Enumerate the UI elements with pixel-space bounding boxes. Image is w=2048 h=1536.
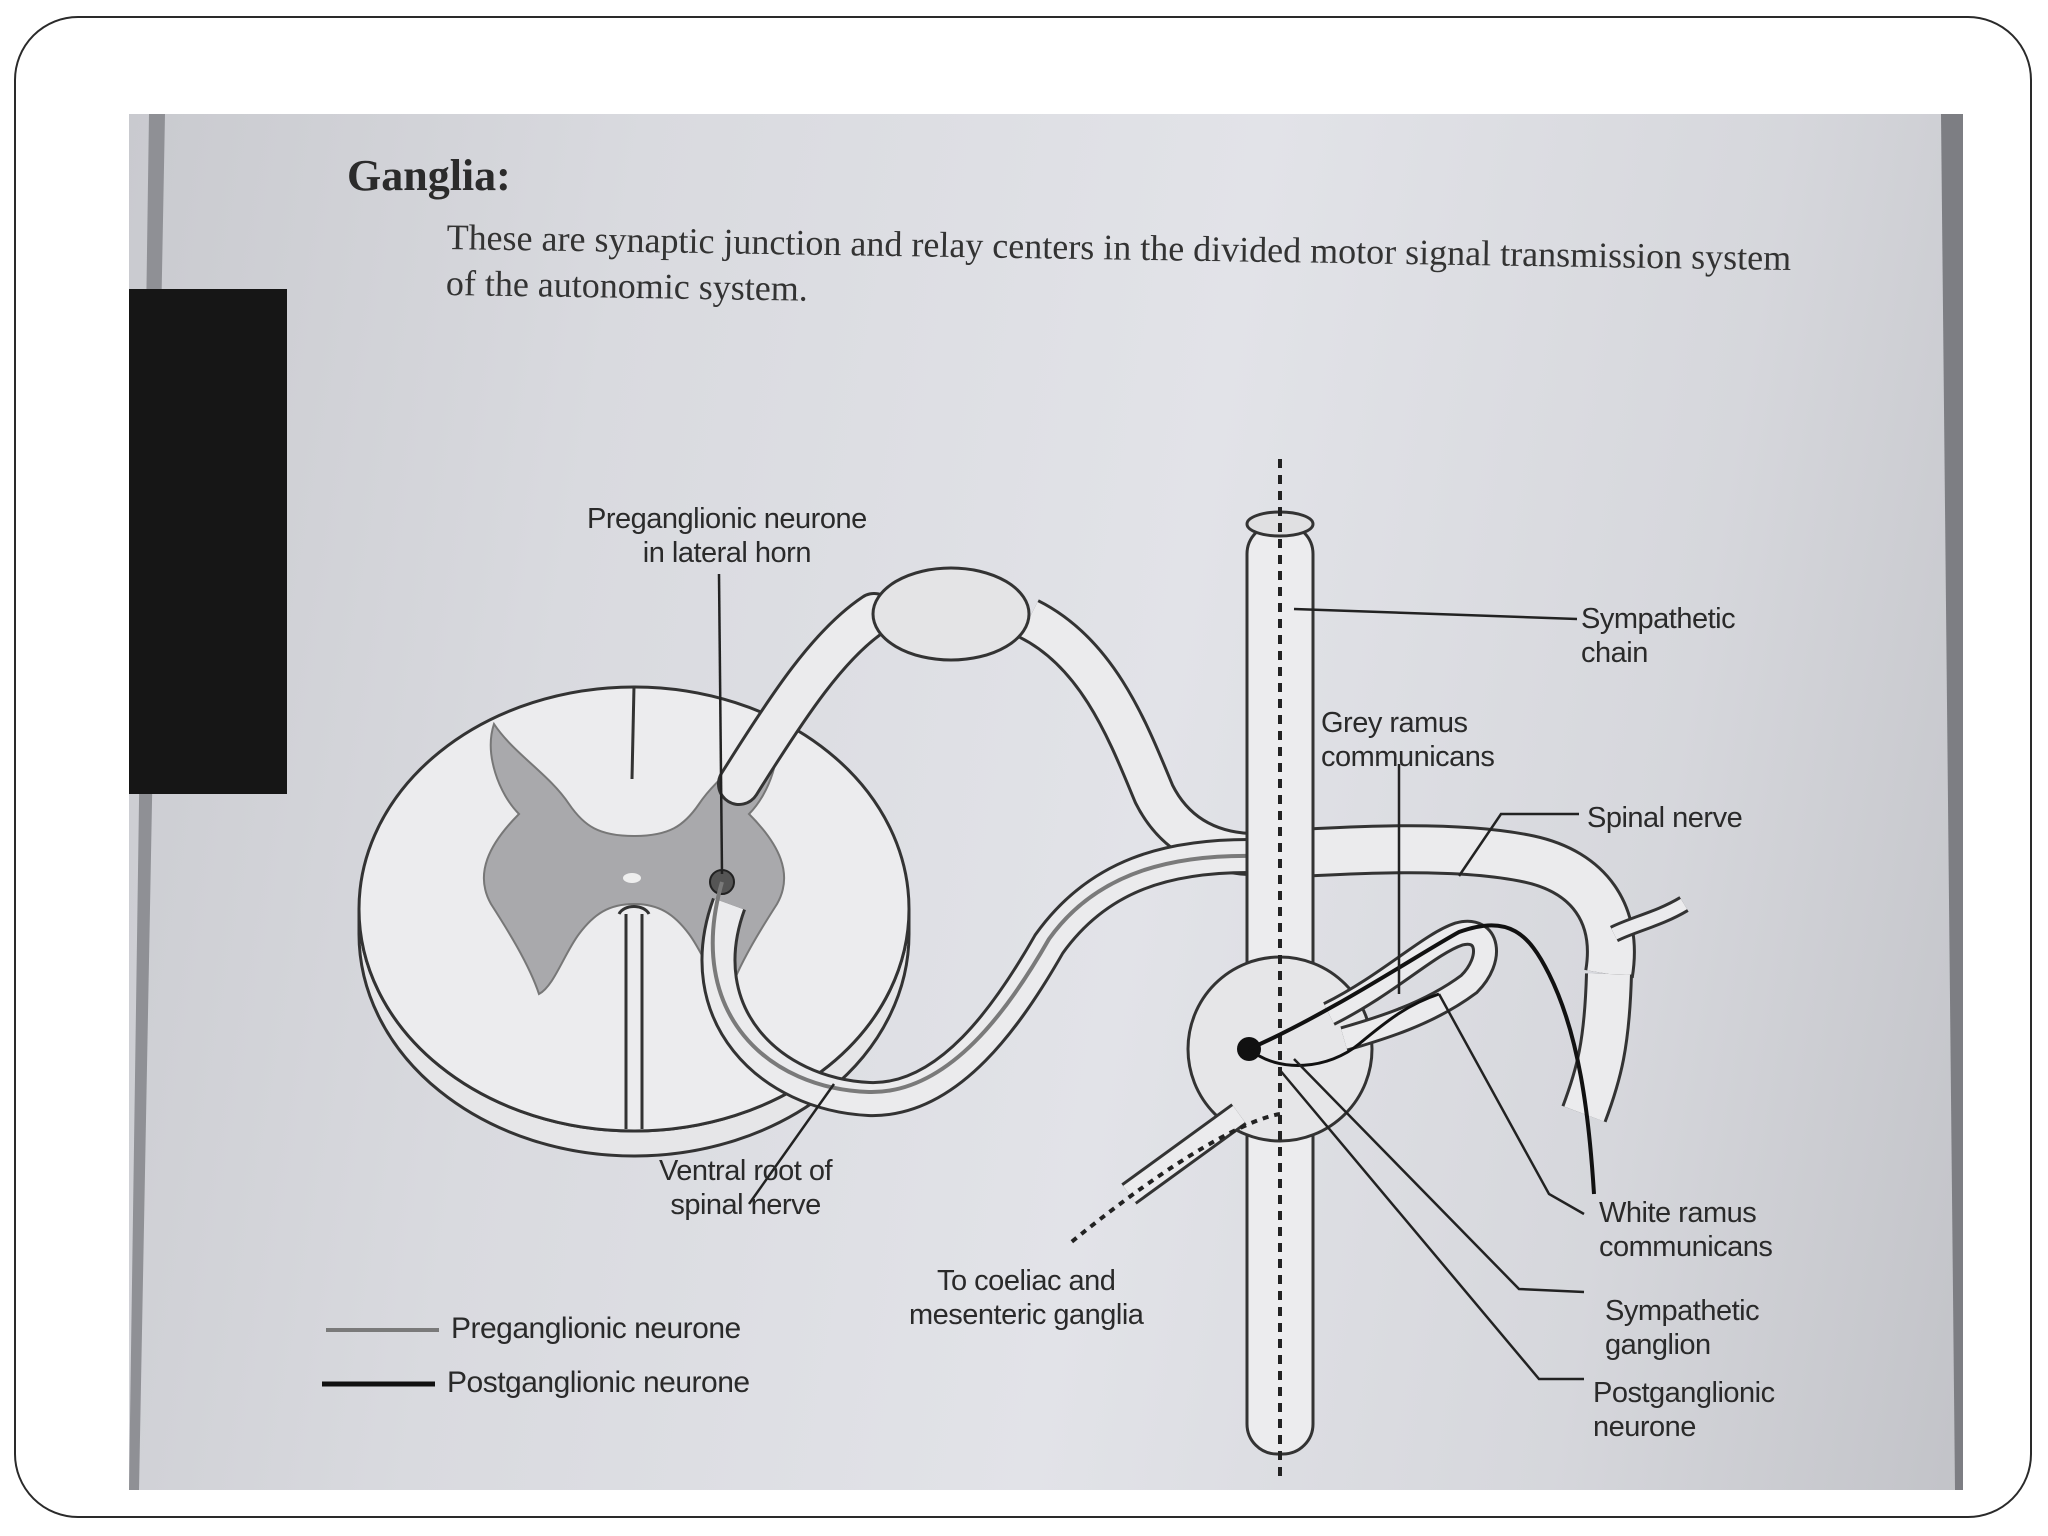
label-sympathetic-chain: Sympathetic chain	[1581, 603, 1736, 669]
right-page-edge	[1941, 114, 1963, 1490]
label-grey-ramus: Grey ramus communicans	[1321, 707, 1495, 773]
leader-lines	[717, 573, 1585, 1381]
label-white-ramus: White ramus communicans	[1599, 1197, 1773, 1263]
central-canal	[623, 873, 641, 883]
spinal-nerve-trunk	[1247, 824, 1689, 1123]
label-postganglionic-neurone: Postganglionic neurone	[1593, 1377, 1775, 1443]
label-ventral-root: Ventral root of spinal nerve	[659, 1155, 833, 1221]
sympathetic-chain	[1186, 459, 1374, 1479]
preganglionic-fibre	[710, 853, 1260, 1095]
book-page-photo: Ganglia: These are synaptic junction and…	[129, 114, 1963, 1490]
legend-preganglionic-label: Preganglionic neurone	[451, 1312, 741, 1345]
label-spinal-nerve: Spinal nerve	[1587, 802, 1743, 834]
redaction-bar	[129, 289, 287, 794]
legend-postganglionic-label: Postganglionic neurone	[447, 1366, 750, 1399]
page-title: Ganglia:	[347, 151, 511, 200]
slide-frame: Ganglia: These are synaptic junction and…	[14, 16, 2032, 1518]
dorsal-root-ganglion	[871, 566, 1031, 662]
ventral-root	[700, 838, 1260, 1118]
sympathetic-ganglion	[1186, 955, 1374, 1143]
postganglionic-fibre	[1248, 923, 1596, 1195]
diagram-graphics	[129, 114, 1963, 1490]
splanchnic-branch	[1067, 1103, 1281, 1246]
label-sympathetic-ganglion: Sympathetic ganglion	[1605, 1295, 1760, 1361]
label-preganglionic-lateral-horn: Preganglionic neurone in lateral horn	[587, 503, 867, 569]
label-to-coeliac: To coeliac and mesenteric ganglia	[909, 1265, 1144, 1331]
